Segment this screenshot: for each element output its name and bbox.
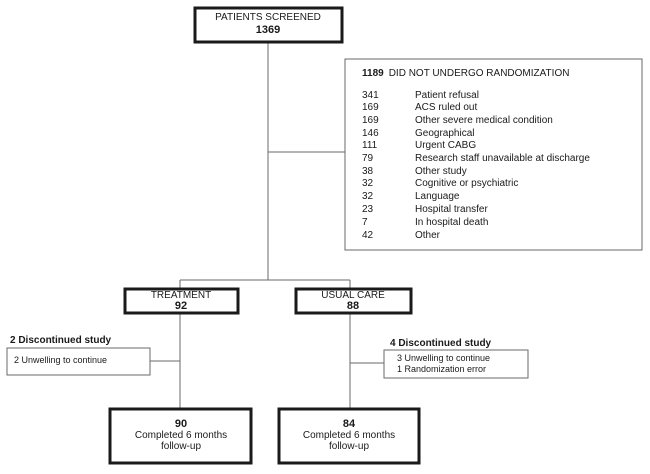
usual-care-discontinued-line: 1 Randomization error [397, 364, 487, 374]
usual-care-label: USUAL CARE [321, 290, 385, 301]
screened-box [193, 6, 344, 44]
excluded-label: DID NOT UNDERGO RANDOMIZATION [388, 68, 570, 79]
usual-care-completed-line1: Completed 6 months [302, 430, 396, 441]
treatment-discontinued-line: 2 Unwelling to continue [14, 355, 108, 365]
usual-care-completed-count: 84 [342, 418, 356, 430]
screened-count: 1369 [255, 24, 281, 36]
treatment-discontinued-box [6, 347, 151, 376]
usual-care-discontinued-box [383, 349, 529, 379]
usual-care-count: 88 [346, 300, 360, 312]
usual-care-completed-box [277, 407, 421, 465]
usual-care-discontinued-line: 3 Unwelling to continue [397, 353, 491, 363]
treatment-count: 92 [174, 300, 188, 312]
excluded-box [344, 58, 643, 251]
treatment-completed-line2: follow-up [160, 441, 202, 452]
usual-care-discontinued-title: 4 Discontinued study [390, 338, 492, 349]
treatment-label: TREATMENT [150, 290, 212, 301]
usual-care-box [294, 287, 413, 315]
treatment-box [123, 287, 240, 315]
usual-care-completed-line2: follow-up [328, 441, 370, 452]
treatment-completed-line1: Completed 6 months [134, 430, 228, 441]
treatment-discontinued-title: 2 Discontinued study [10, 335, 112, 346]
screened-label: PATIENTS SCREENED [215, 12, 321, 23]
treatment-completed-count: 90 [174, 418, 188, 430]
excluded-count: 1189 [362, 68, 384, 79]
treatment-completed-box [108, 407, 253, 465]
excluded-header: 1189 DID NOT UNDERGO RANDOMIZATION [362, 69, 569, 79]
